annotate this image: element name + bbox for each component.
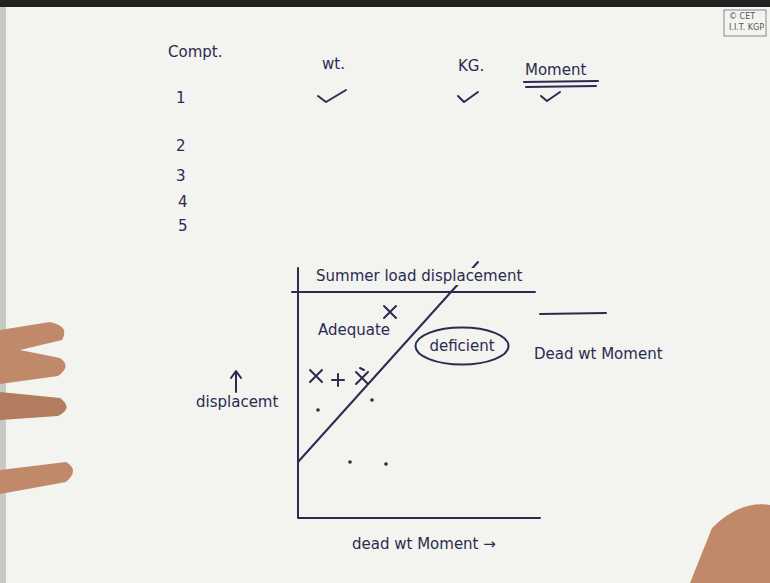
axis-label: displacemt: [196, 394, 278, 411]
circled-note: deficient: [414, 326, 510, 366]
row-number: 5: [178, 218, 188, 235]
row-number: 4: [178, 194, 188, 211]
column-heading: wt.: [322, 56, 345, 73]
node-text: deficient: [429, 337, 494, 355]
column-heading: Moment: [525, 62, 586, 79]
legend-line: [540, 313, 606, 314]
data-dot: [316, 408, 320, 412]
x-mark: [384, 306, 396, 318]
boundary-line: [298, 262, 478, 462]
paper-edge: [0, 7, 6, 583]
axis-label: dead wt Moment →: [352, 536, 496, 553]
plus-mark: [332, 374, 344, 386]
x-mark: [310, 370, 322, 382]
hand: [0, 462, 73, 494]
data-dot: [348, 460, 352, 464]
summer-load-line: [292, 291, 535, 293]
hand: [690, 504, 770, 583]
top-bar: [0, 0, 770, 7]
watermark: I.I.T. KGP: [729, 24, 764, 33]
row-number: 3: [176, 168, 186, 185]
column-heading: KG.: [458, 58, 484, 75]
column-heading: Compt.: [168, 44, 222, 61]
row-number: 1: [176, 90, 186, 107]
data-dot: [370, 398, 374, 402]
legend-label: Dead wt Moment: [534, 346, 663, 363]
graph-axes: [298, 268, 540, 518]
watermark: © CET: [729, 13, 755, 22]
check-mark: [541, 92, 560, 101]
check-mark: [318, 90, 346, 102]
line-label: Summer load displacement: [314, 268, 524, 285]
data-dot: [384, 462, 388, 466]
underline: [526, 86, 596, 87]
watermark-box: [724, 10, 766, 36]
underline: [524, 81, 598, 82]
row-number: 2: [176, 138, 186, 155]
hand: [0, 392, 67, 420]
hand: [0, 322, 66, 384]
check-mark: [458, 92, 478, 102]
region-label: Adequate: [318, 322, 390, 339]
x-mark: [356, 368, 368, 384]
up-arrow: [231, 371, 241, 392]
